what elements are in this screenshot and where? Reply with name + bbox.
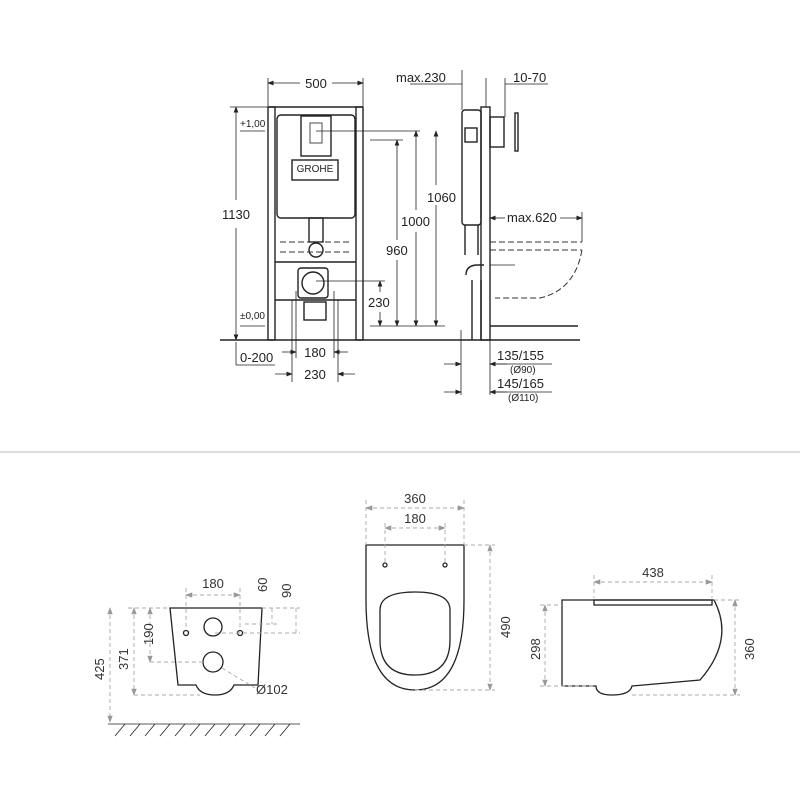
- dim-top-180: 180: [404, 511, 426, 526]
- level-top: +1,00: [240, 119, 266, 130]
- dim-back-60: 60: [255, 578, 270, 592]
- dim-max-620: max.620: [507, 210, 557, 225]
- dim-max-230: max.230: [396, 70, 446, 85]
- dim-230-height: 230: [368, 295, 390, 310]
- dim-width-500: 500: [305, 76, 327, 91]
- dim-top-360: 360: [404, 491, 426, 506]
- dim-side-438: 438: [642, 565, 664, 580]
- dim-230-width: 230: [304, 367, 326, 382]
- dim-side-298: 298: [528, 638, 543, 660]
- dim-0-200: 0-200: [240, 350, 273, 365]
- dim-back-371: 371: [116, 648, 131, 670]
- dim-back-190: 190: [141, 623, 156, 645]
- dim-145-165: 145/165: [497, 376, 544, 391]
- bowl-top-view: 360 180 490: [365, 491, 513, 691]
- dim-10-70: 10-70: [513, 70, 546, 85]
- frame-side-view: max.230 10-70 max.620 135/155 (Ø90) 145/…: [396, 70, 583, 404]
- dim-dia-110: (Ø110): [508, 393, 538, 404]
- dim-back-425: 425: [92, 658, 107, 680]
- dim-180: 180: [304, 345, 326, 360]
- brand-text: GROHE: [297, 164, 334, 175]
- bowl-back-view: 180 60 90 190 371 425 Ø102: [92, 576, 300, 737]
- dim-back-dia-102: Ø102: [256, 682, 288, 697]
- bowl-side-view: 438 298 360: [528, 565, 757, 696]
- dim-back-180: 180: [202, 576, 224, 591]
- frame-front-view: GROHE 500 1130 +1,00 ±0,00 1060 1000 960: [220, 76, 580, 382]
- flush-plate-opening: [300, 115, 332, 157]
- brand-label: [291, 159, 339, 181]
- dim-side-360: 360: [742, 638, 757, 660]
- level-floor: ±0,00: [240, 311, 265, 322]
- dim-top-490: 490: [498, 616, 513, 638]
- dim-135-155: 135/155: [497, 348, 544, 363]
- dim-dia-90: (Ø90): [510, 365, 536, 376]
- dim-960: 960: [386, 243, 408, 258]
- dim-1060: 1060: [427, 190, 456, 205]
- dim-back-90: 90: [279, 584, 294, 598]
- dim-height-1130: 1130: [222, 207, 250, 222]
- dim-1000: 1000: [401, 214, 430, 229]
